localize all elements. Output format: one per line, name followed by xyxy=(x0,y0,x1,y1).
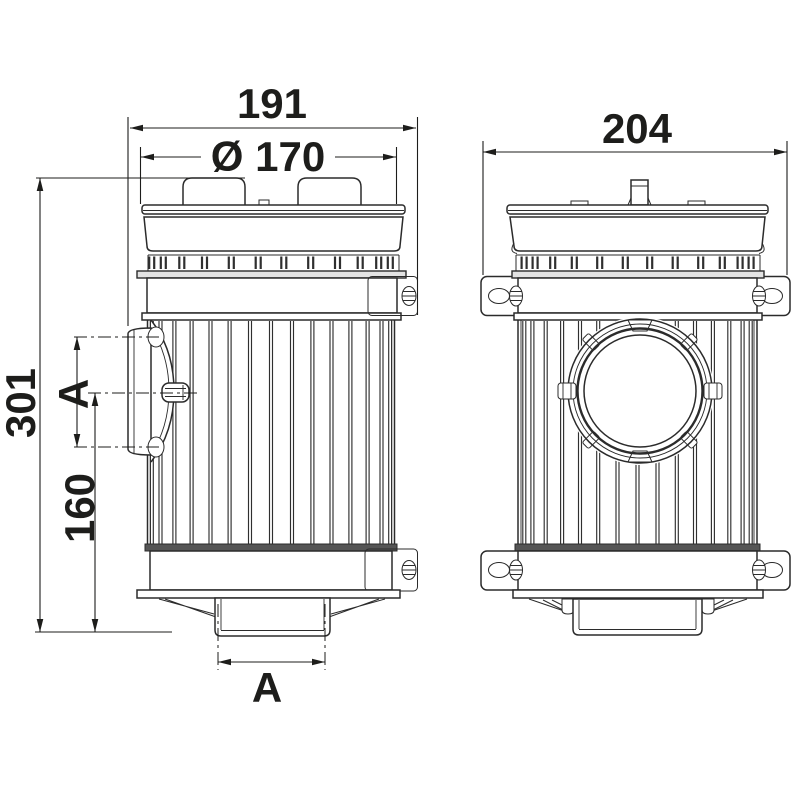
cage-slots xyxy=(148,256,394,269)
body-ribs xyxy=(149,321,393,544)
strainer-body xyxy=(146,320,396,544)
upper-clamp-band xyxy=(141,276,418,321)
side-view: 204 xyxy=(480,105,791,636)
dim-label-port-center-spacing: A xyxy=(50,379,97,409)
side-port-face xyxy=(557,317,723,465)
lower-rim-side xyxy=(514,543,761,552)
port-lug-top xyxy=(627,319,653,332)
cage-ring xyxy=(147,254,400,271)
cone-tab-side-left xyxy=(561,598,575,615)
upper-band-flange xyxy=(141,312,402,321)
dim-outlet-width: A xyxy=(217,604,326,711)
port-tab-right xyxy=(703,382,723,400)
side-port-flange xyxy=(127,327,152,456)
front-view: 191 Ø 170 301 A 160 xyxy=(0,80,419,711)
lid-handle-left xyxy=(182,177,246,208)
bracket-screw-top-right xyxy=(752,285,766,307)
cage-slots-side xyxy=(520,256,755,269)
bracket-screw-top xyxy=(401,286,417,306)
upper-flange-side xyxy=(511,270,765,279)
lid-pin xyxy=(627,179,652,206)
dim-outlet-center-height: 160 xyxy=(56,393,103,632)
lid-handle-right xyxy=(297,177,362,208)
dim-label-overall-height: 301 xyxy=(0,368,44,438)
port-tab-left xyxy=(557,382,577,400)
dim-port-center-spacing: A xyxy=(50,337,97,447)
cone-tab-side-right xyxy=(701,598,715,615)
cage-ring-side xyxy=(515,254,761,271)
dim-side-overall-width: 204 xyxy=(482,105,788,275)
bottom-outlet-port xyxy=(214,597,331,637)
bracket-screw-bottom-right xyxy=(752,559,766,581)
lid-side xyxy=(506,200,769,254)
bottom-flange xyxy=(136,589,401,599)
dim-label-front-overall-width: 191 xyxy=(237,80,307,127)
lid xyxy=(141,199,406,252)
upper-clamp-band-side xyxy=(509,277,766,321)
lid-notch-left xyxy=(570,200,589,206)
bracket-screw-top-left xyxy=(509,285,523,307)
bracket-hole-bottom-left xyxy=(488,562,510,578)
bracket-screw-bottom-left xyxy=(509,559,523,581)
bottom-outlet-port-side xyxy=(572,598,703,636)
lower-clamp-band-side xyxy=(509,550,766,591)
dim-label-side-overall-width: 204 xyxy=(602,105,673,152)
dim-lid-diameter: Ø 170 xyxy=(139,133,398,204)
lid-notch-right xyxy=(687,200,706,206)
dim-label-lid-diameter: Ø 170 xyxy=(211,133,325,180)
lid-notch xyxy=(258,199,270,206)
lower-clamp-band xyxy=(149,548,418,592)
lower-rim xyxy=(144,543,398,552)
dim-label-outlet-width: A xyxy=(252,664,282,711)
dim-front-overall-width: 191 xyxy=(127,80,419,326)
bracket-screw-bottom xyxy=(401,560,417,580)
side-port xyxy=(74,319,200,463)
bracket-hole-top-left xyxy=(488,288,510,304)
dim-label-outlet-center-height: 160 xyxy=(56,473,103,543)
bottom-flange-side xyxy=(512,589,764,599)
upper-flange xyxy=(136,270,407,279)
dim-overall-height: 301 xyxy=(0,177,245,633)
